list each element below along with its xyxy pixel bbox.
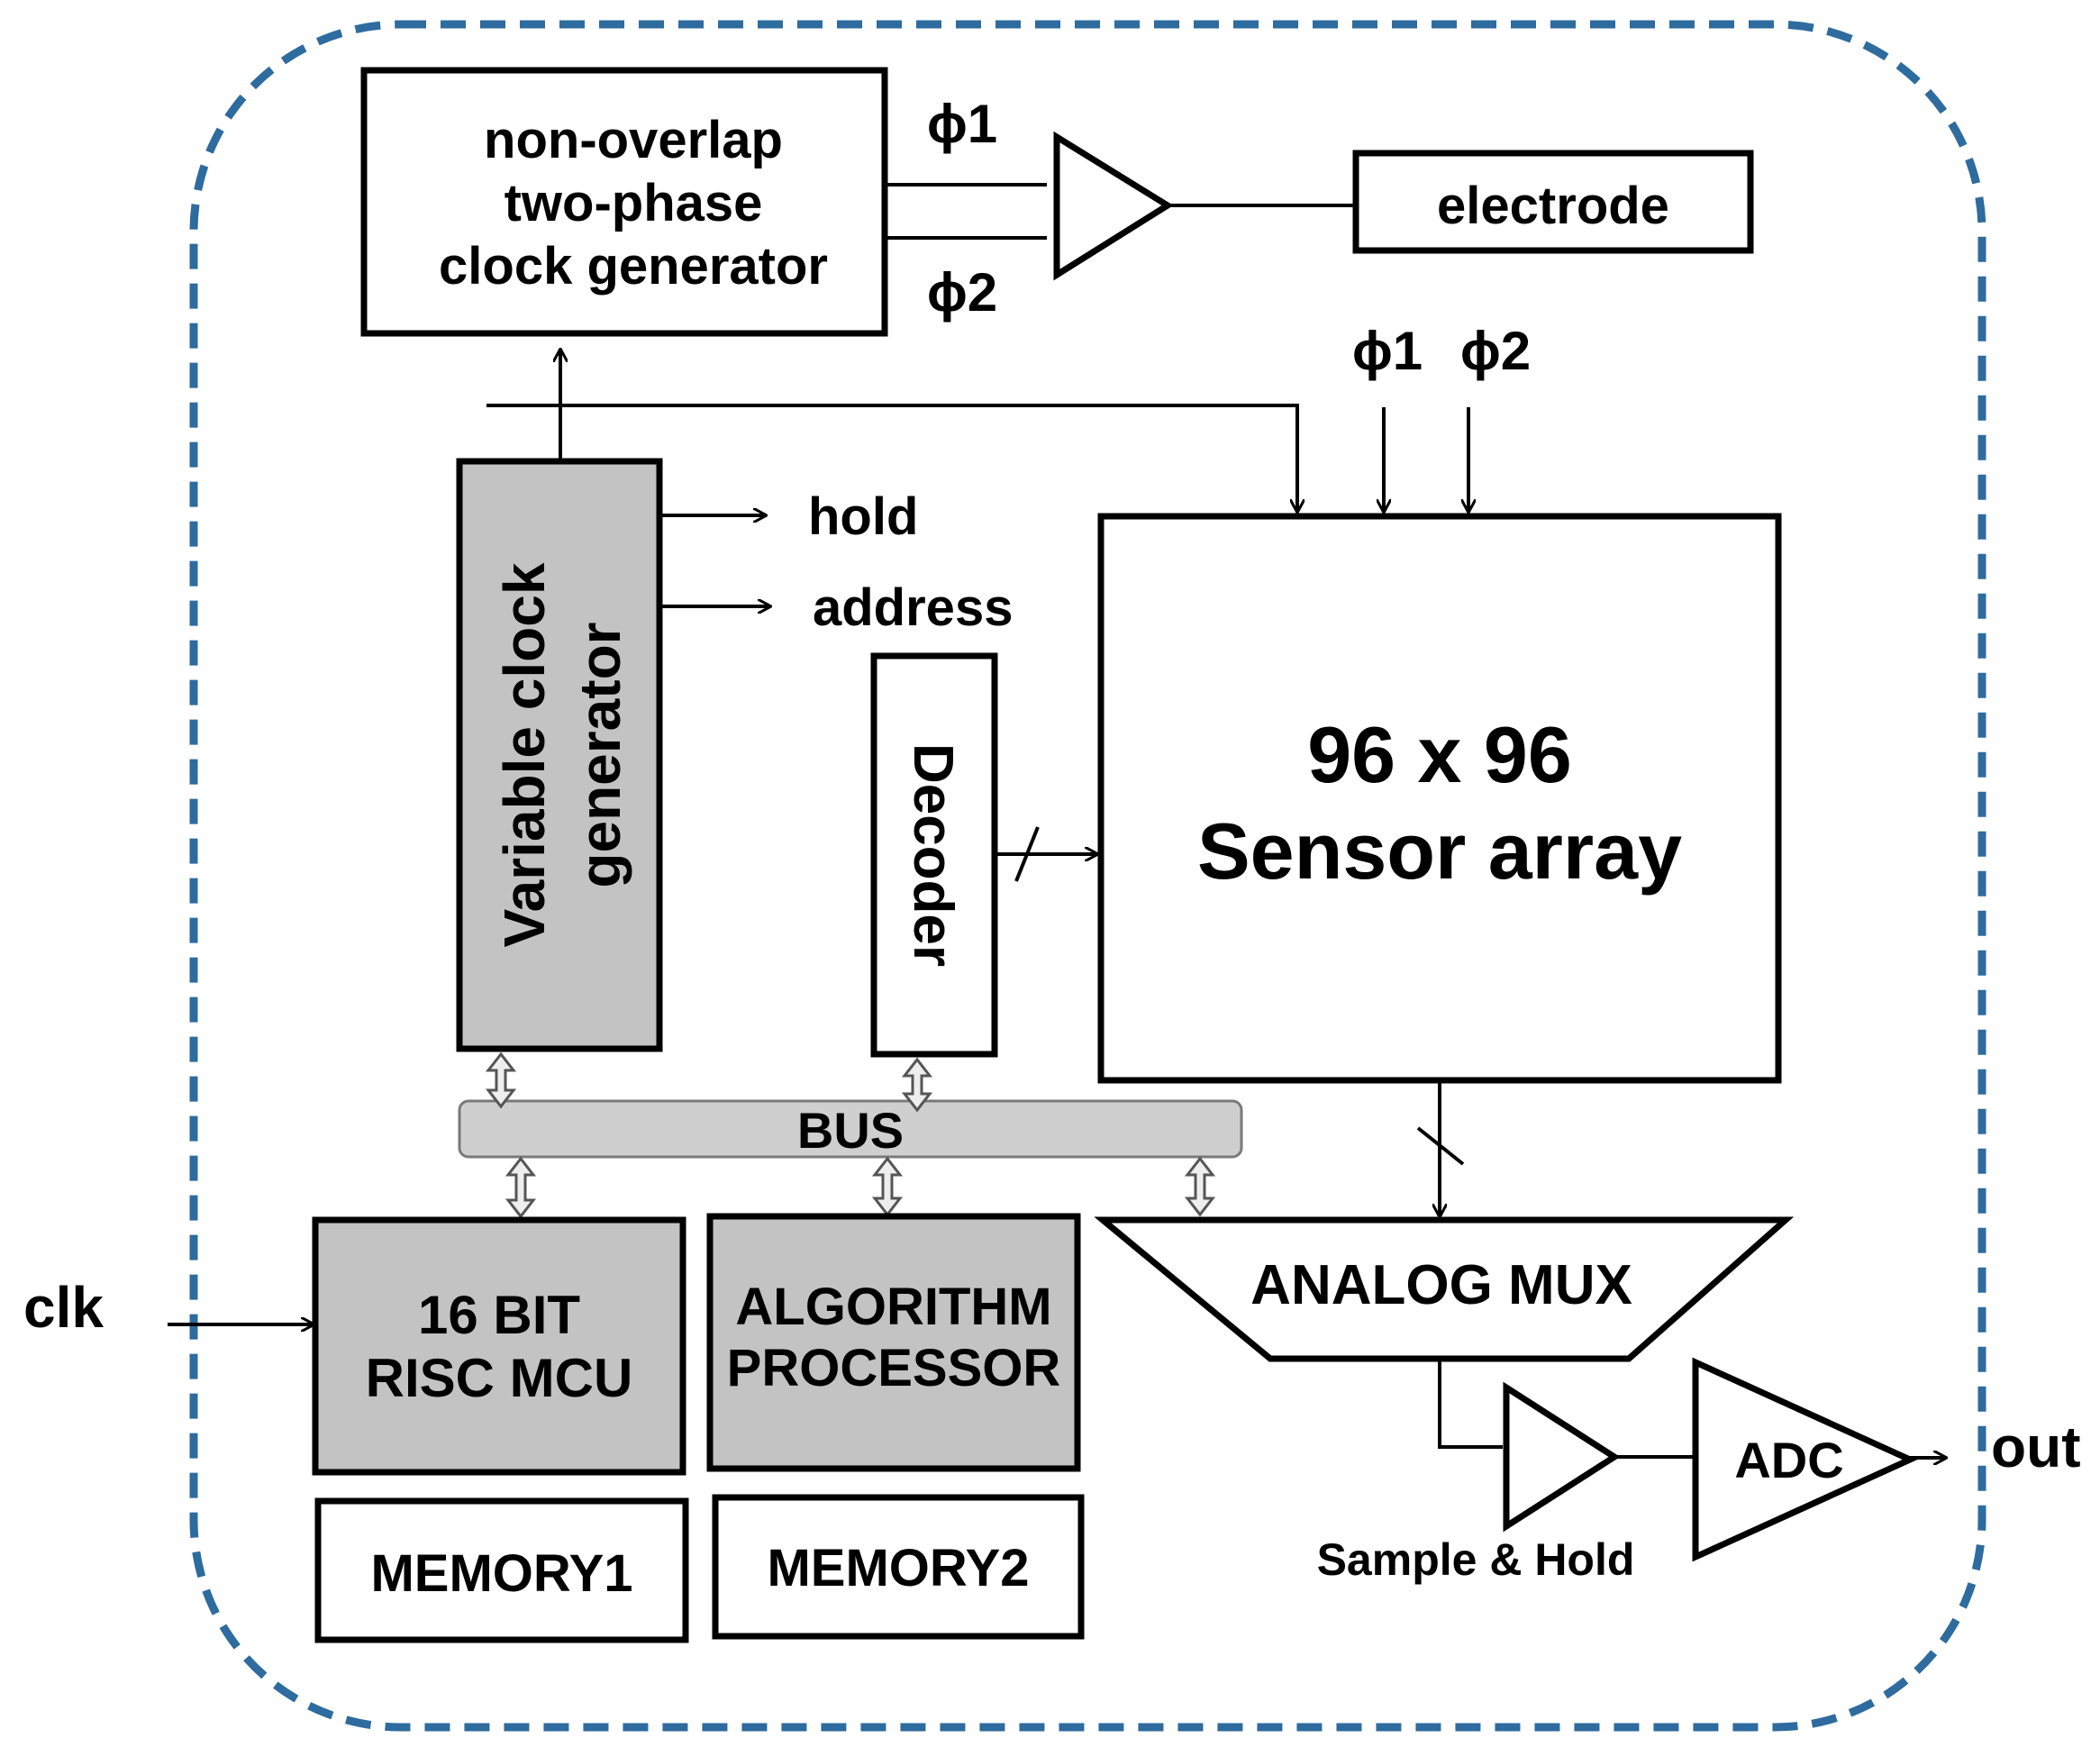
mux-label: ANALOG MUX: [1250, 1254, 1632, 1316]
memory1-label: MEMORY1: [370, 1544, 632, 1603]
analog-mux-block: ANALOG MUX: [1094, 1216, 1795, 1362]
sample-hold-icon: [1503, 1381, 1621, 1533]
phi1-top-label: ϕ1: [927, 94, 997, 154]
adc-label: ADC: [1734, 1432, 1843, 1488]
algorithm-processor-block: ALGORITHM PROCESSOR: [706, 1213, 1081, 1472]
sensor-array-block: 96 x 96 Sensor array: [1097, 513, 1782, 1084]
two-phase-clock-generator: non-overlap two-phase clock generator: [360, 67, 888, 337]
bus-label: BUS: [797, 1102, 904, 1159]
clock-gen-line1: non-overlap: [484, 111, 783, 169]
electrode-block: electrode: [1352, 150, 1754, 254]
sensor-line2: Sensor array: [1197, 806, 1682, 896]
decoder-bus-slash: [1014, 826, 1040, 882]
algo-line2: PROCESSOR: [727, 1339, 1061, 1397]
variable-clock-line1: Variable clock: [492, 562, 557, 947]
algo-line1: ALGORITHM: [735, 1278, 1051, 1336]
out-label: out: [1991, 1415, 2081, 1479]
mcu-line1: 16 BIT: [418, 1285, 580, 1345]
bidir-arrow-mcu-icon: [505, 1156, 537, 1219]
adc-block: ADC: [1692, 1357, 1918, 1562]
clk-label: clk: [23, 1275, 104, 1340]
bidir-arrow-varclock-icon: [485, 1051, 517, 1109]
sensor-bus-slash: [1416, 1126, 1465, 1166]
phi2-top-label: ϕ2: [927, 262, 997, 323]
mux-to-sh-line: [1438, 1359, 1503, 1449]
phi1-sensor-label: ϕ1: [1352, 321, 1423, 381]
electrode-buffer-icon: [1053, 131, 1174, 281]
bidir-arrow-mux-icon: [1184, 1156, 1216, 1217]
clock-to-sensor-arrow: [486, 404, 1297, 512]
bidir-arrow-algo-icon: [871, 1156, 904, 1217]
phi2-sensor-label: ϕ2: [1460, 321, 1531, 381]
clock-gen-line2: two-phase: [505, 174, 763, 232]
memory2-label: MEMORY2: [767, 1539, 1029, 1597]
mcu-block: 16 BIT RISC MCU: [312, 1216, 686, 1476]
variable-clock-line2: generator: [568, 622, 632, 887]
hold-label: hold: [808, 487, 918, 546]
memory1-block: MEMORY1: [314, 1497, 689, 1643]
clock-gen-line3: clock generator: [439, 237, 828, 296]
bus-bar: BUS: [458, 1099, 1243, 1159]
address-label: address: [813, 578, 1013, 637]
decoder-label: Decoder: [902, 743, 964, 967]
decoder-block: Decoder: [870, 652, 998, 1058]
memory2-block: MEMORY2: [712, 1494, 1085, 1640]
mcu-line2: RISC MCU: [366, 1348, 633, 1408]
variable-clock-generator: Variable clock generator: [456, 458, 663, 1052]
bidir-arrow-decoder-icon: [901, 1057, 933, 1113]
electrode-label: electrode: [1437, 177, 1669, 235]
sample-hold-label: Sample & Hold: [1317, 1534, 1635, 1585]
chip-boundary: [189, 20, 1986, 1732]
sensor-line1: 96 x 96: [1307, 710, 1572, 799]
